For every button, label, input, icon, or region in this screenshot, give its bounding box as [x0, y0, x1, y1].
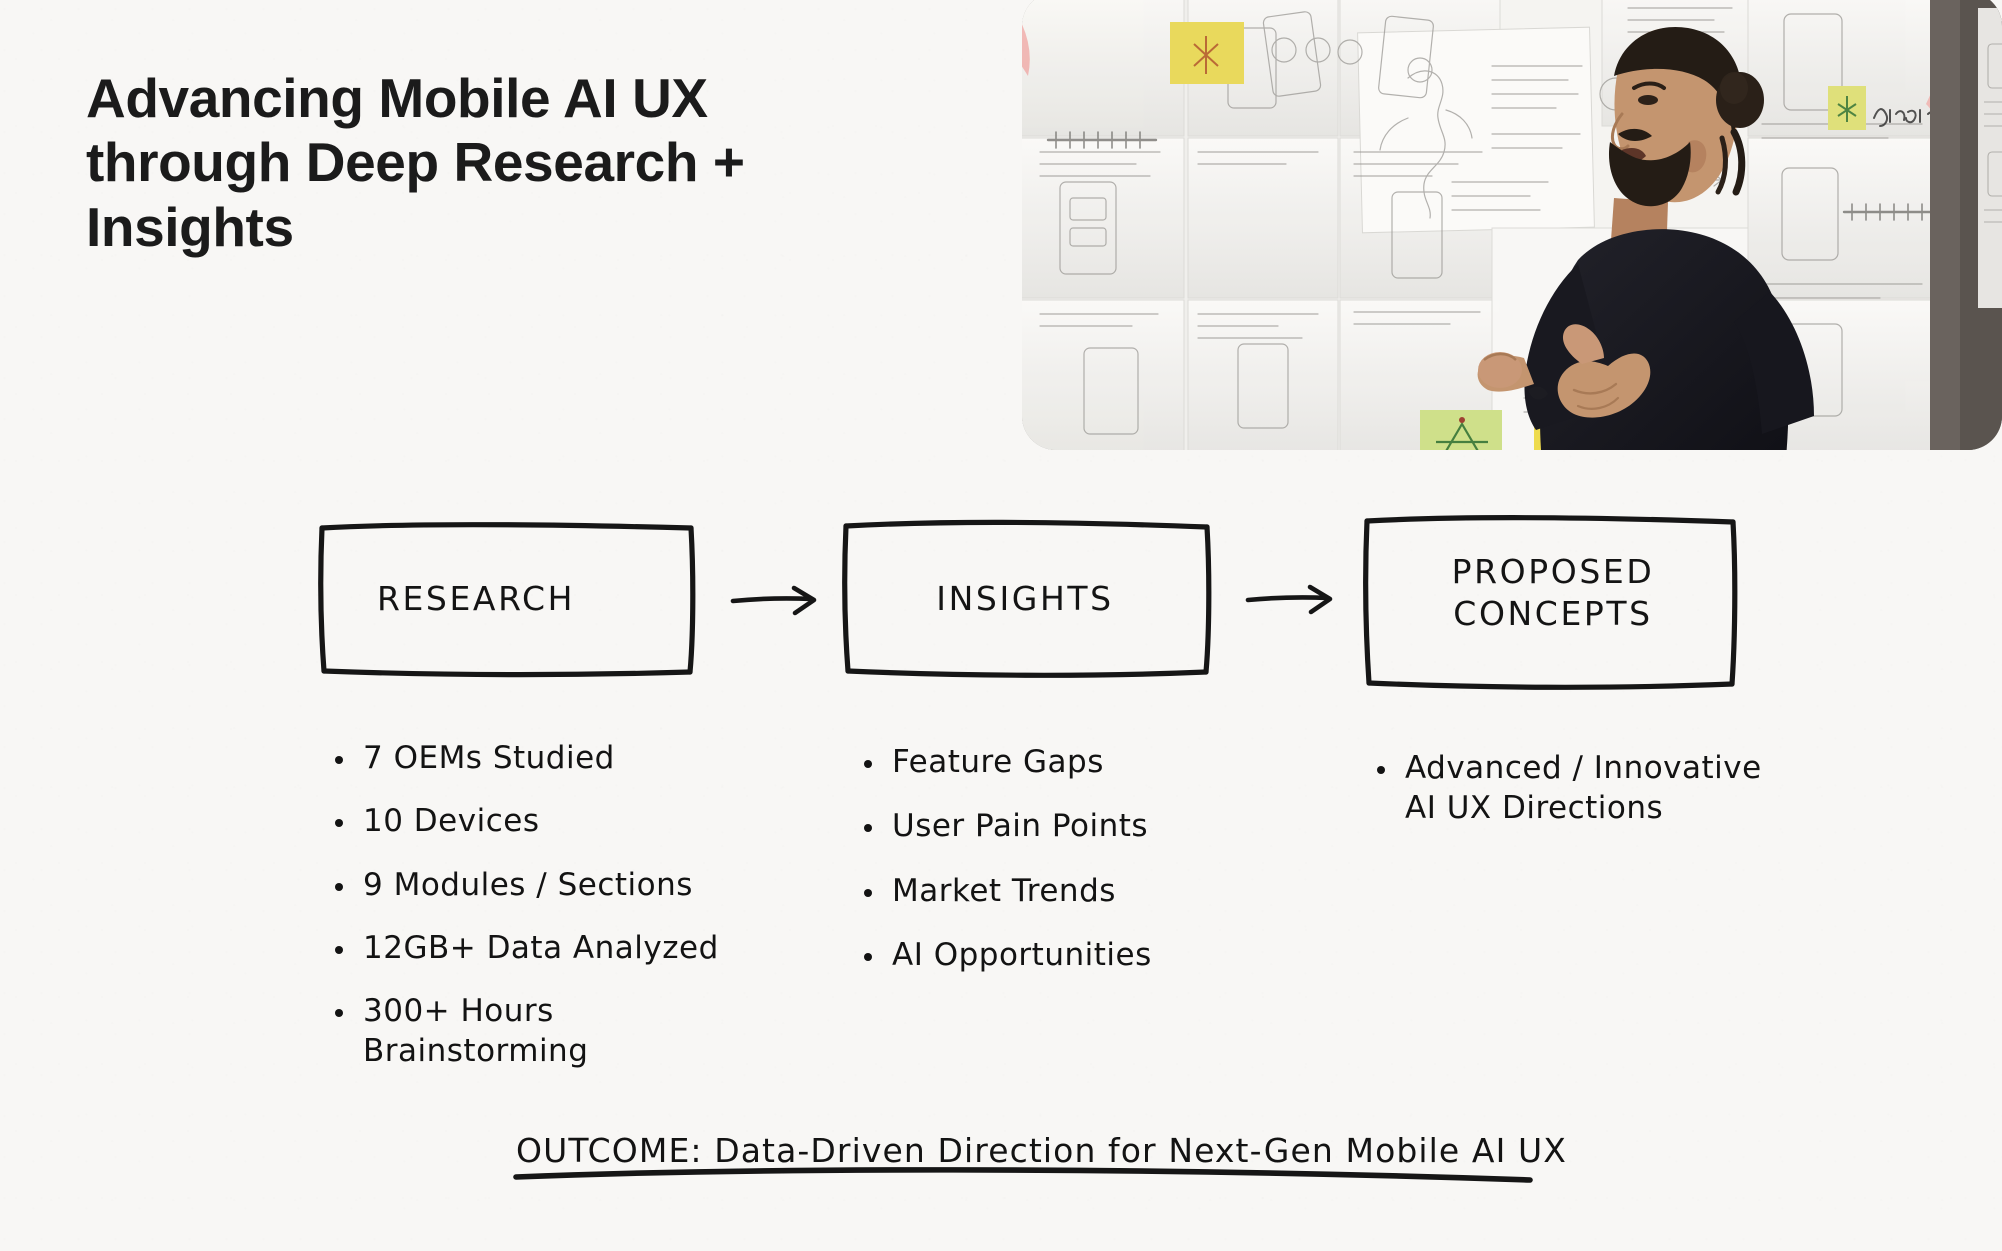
box-insights-bottom	[845, 668, 1209, 678]
concepts-bullet-list: Advanced / Innovative AI UX Directions	[1375, 748, 1805, 852]
list-item: 300+ Hours Brainstorming	[333, 991, 753, 1072]
box-research-bottom	[321, 668, 693, 678]
insights-bullet-list: Feature Gaps User Pain Points Market Tre…	[862, 742, 1262, 999]
outcome-underline	[513, 1167, 1533, 1183]
list-item: User Pain Points	[862, 806, 1262, 846]
list-item: Feature Gaps	[862, 742, 1262, 782]
list-item: 10 Devices	[333, 801, 753, 841]
box-insights-right	[1203, 524, 1212, 675]
research-bullet-list: 7 OEMs Studied 10 Devices 9 Modules / Se…	[333, 738, 753, 1095]
presentation-photo	[1022, 0, 2002, 450]
outcome-statement: OUTCOME: Data-Driven Direction for Next-…	[516, 1131, 1567, 1170]
list-item: AI Opportunities	[862, 935, 1262, 975]
page-title: Advancing Mobile AI UX through Deep Rese…	[86, 67, 745, 258]
list-item: 9 Modules / Sections	[333, 865, 753, 905]
flow-step-label-insights: INSIGHTS	[936, 579, 1114, 618]
flow-step-label-concepts: PROPOSED CONCEPTS	[1451, 552, 1655, 634]
box-insights-top	[843, 519, 1210, 530]
box-concepts-bottom	[1366, 680, 1735, 690]
person-figure	[1477, 26, 1814, 450]
box-research-right	[687, 525, 696, 675]
list-item: 7 OEMs Studied	[333, 738, 753, 778]
list-item: 12GB+ Data Analyzed	[333, 928, 753, 968]
list-item: Advanced / Innovative AI UX Directions	[1375, 748, 1805, 829]
flow-step-label-research: RESEARCH	[376, 579, 576, 618]
photo-illustration	[1022, 0, 2002, 450]
list-item: Market Trends	[862, 871, 1262, 911]
arrow-research-to-insights	[730, 585, 817, 616]
box-concepts-top	[1364, 515, 1736, 525]
arrow-insights-to-concepts	[1245, 584, 1333, 615]
box-research-top	[319, 522, 694, 531]
